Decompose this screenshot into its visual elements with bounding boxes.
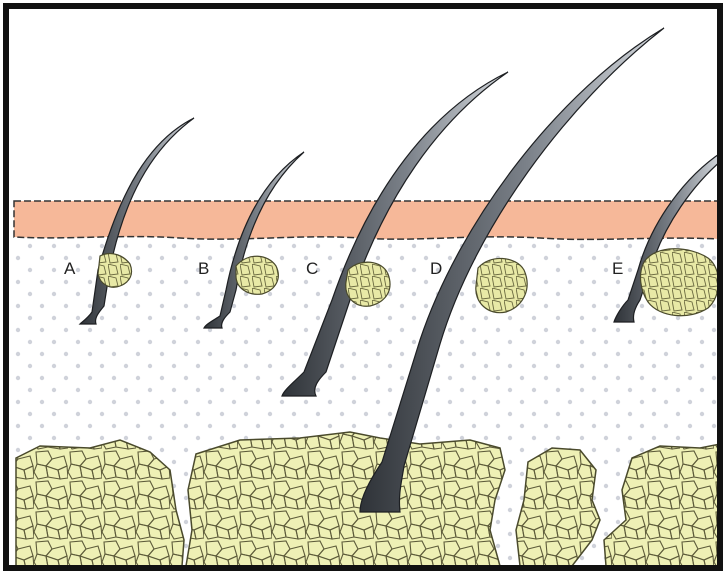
- label-c: C: [306, 259, 318, 278]
- fat-cluster-2: [186, 432, 505, 566]
- sebaceous-gland-c: [346, 262, 390, 306]
- label-e: E: [612, 259, 623, 278]
- label-b: B: [198, 259, 209, 278]
- label-d: D: [430, 259, 442, 278]
- sebaceous-gland-d: [476, 258, 527, 312]
- label-a: A: [64, 259, 76, 278]
- sebaceous-gland-b: [236, 256, 278, 294]
- sebaceous-gland-e: [641, 249, 719, 316]
